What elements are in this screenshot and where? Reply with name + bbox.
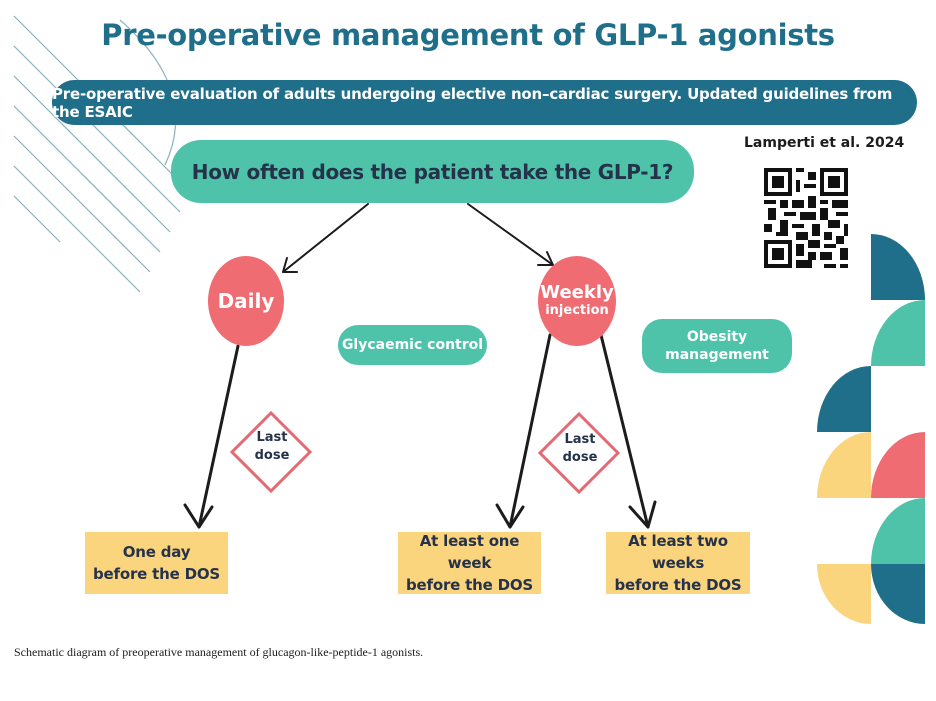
last-dose-line2: dose [562, 450, 598, 465]
weekly-sublabel: injection [545, 303, 609, 318]
outcome-line1: At least two weeks [628, 532, 728, 572]
obesity-management-pill: Obesity management [642, 319, 792, 373]
outcome-line2: before the DOS [93, 565, 220, 583]
arrow-weekly-to-out3 [599, 333, 650, 529]
last-dose-diamond-daily [229, 410, 313, 494]
outcome-one-day: One day before the DOS [85, 532, 228, 594]
outcome-line2: before the DOS [614, 576, 742, 594]
glycaemic-control-pill: Glycaemic control [338, 325, 487, 365]
last-dose-line1: Last [256, 430, 288, 445]
arrow-to-weekly [467, 203, 554, 266]
outcome-one-week: At least one week before the DOS [398, 532, 541, 594]
guidelines-banner: Pre-operative evaluation of adults under… [52, 80, 917, 125]
last-dose-diamond-weekly [537, 411, 621, 495]
outcome-line1: One day [122, 543, 191, 561]
last-dose-label-weekly: Last dose [550, 431, 610, 467]
arrow-weekly-to-out2 [508, 333, 552, 529]
qr-code-icon [764, 168, 848, 268]
arrow-daily-to-out1 [197, 344, 240, 529]
obesity-line2: management [665, 347, 769, 363]
obesity-line1: Obesity [686, 329, 748, 345]
figure-caption: Schematic diagram of preoperative manage… [14, 645, 424, 659]
daily-node: Daily [208, 256, 284, 346]
last-dose-line2: dose [254, 448, 290, 463]
citation: Lamperti et al. 2024 [744, 135, 905, 151]
weekly-label: Weekly [540, 282, 614, 303]
outcome-line2: before the DOS [406, 576, 533, 594]
daily-label: Daily [217, 289, 275, 313]
outcome-two-weeks: At least two weeks before the DOS [606, 532, 750, 594]
page-title: Pre-operative management of GLP-1 agonis… [101, 18, 835, 52]
weekly-node: Weekly injection [538, 256, 616, 346]
outcome-line1: At least one week [419, 532, 520, 572]
last-dose-line1: Last [564, 432, 596, 447]
last-dose-label-daily: Last dose [242, 429, 302, 465]
frequency-question: How often does the patient take the GLP-… [171, 140, 694, 203]
arrow-to-daily [282, 203, 369, 273]
